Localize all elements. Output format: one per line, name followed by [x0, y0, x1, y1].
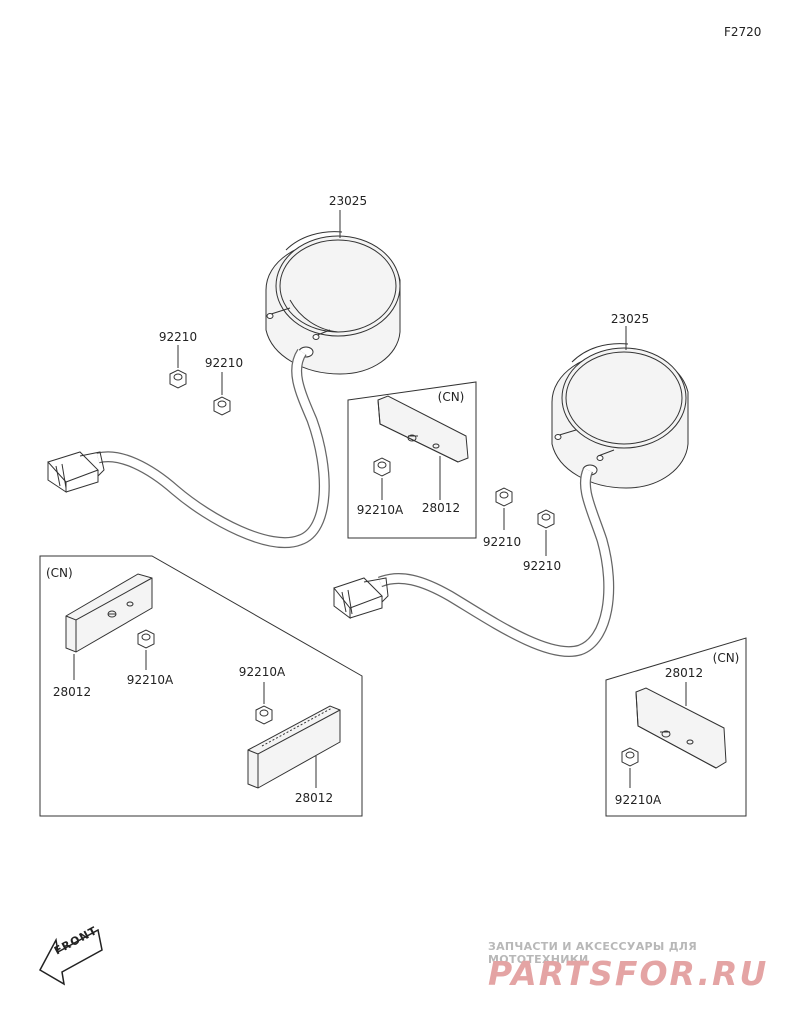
nut-left-2 [213, 372, 231, 416]
cn-box-left [39, 555, 363, 817]
tail-lamp-left [265, 231, 401, 375]
cn-tag-left: (CN) [46, 566, 73, 580]
part-label-left-reflector[interactable]: 28012 [52, 685, 92, 699]
part-label-mid-nut[interactable]: 92210A [356, 503, 404, 517]
part-label-left-nut[interactable]: 92210A [126, 673, 174, 687]
part-label-right-reflector[interactable]: 28012 [664, 666, 704, 680]
part-label-nut-left-2[interactable]: 92210 [204, 356, 244, 370]
part-label-mid-reflector[interactable]: 28012 [421, 501, 461, 515]
cn-tag-right: (CN) [712, 651, 740, 665]
cn-tag-middle: (CN) [437, 390, 465, 404]
front-arrow [38, 928, 103, 986]
watermark-logo: PARTSFOR.RU [488, 954, 769, 993]
watermark-tagline: ЗАПЧАСТИ И АКСЕССУАРЫ ДЛЯ МОТОТЕХНИКИ [488, 940, 698, 966]
nut-right-1 [495, 487, 513, 530]
cn-box-middle [347, 381, 477, 539]
part-label-lamp-left[interactable]: 23025 [328, 194, 368, 208]
part-label-nut-left-1[interactable]: 92210 [158, 330, 198, 344]
nut-right-2 [537, 509, 555, 556]
part-label-left-reflector-2[interactable]: 28012 [294, 791, 334, 805]
tail-lamp-right [551, 343, 689, 489]
wire-harness-right [333, 467, 615, 657]
part-label-nut-right-2[interactable]: 92210 [522, 559, 562, 573]
wire-harness-left [47, 348, 330, 549]
diagram-code: F2720 [724, 25, 762, 39]
cn-box-right [605, 637, 747, 817]
part-label-right-nut[interactable]: 92210A [614, 793, 662, 807]
part-label-nut-right-1[interactable]: 92210 [482, 535, 522, 549]
part-label-lamp-right[interactable]: 23025 [610, 312, 650, 326]
part-label-left-nut-2[interactable]: 92210A [238, 665, 286, 679]
nut-left-1 [169, 345, 187, 389]
